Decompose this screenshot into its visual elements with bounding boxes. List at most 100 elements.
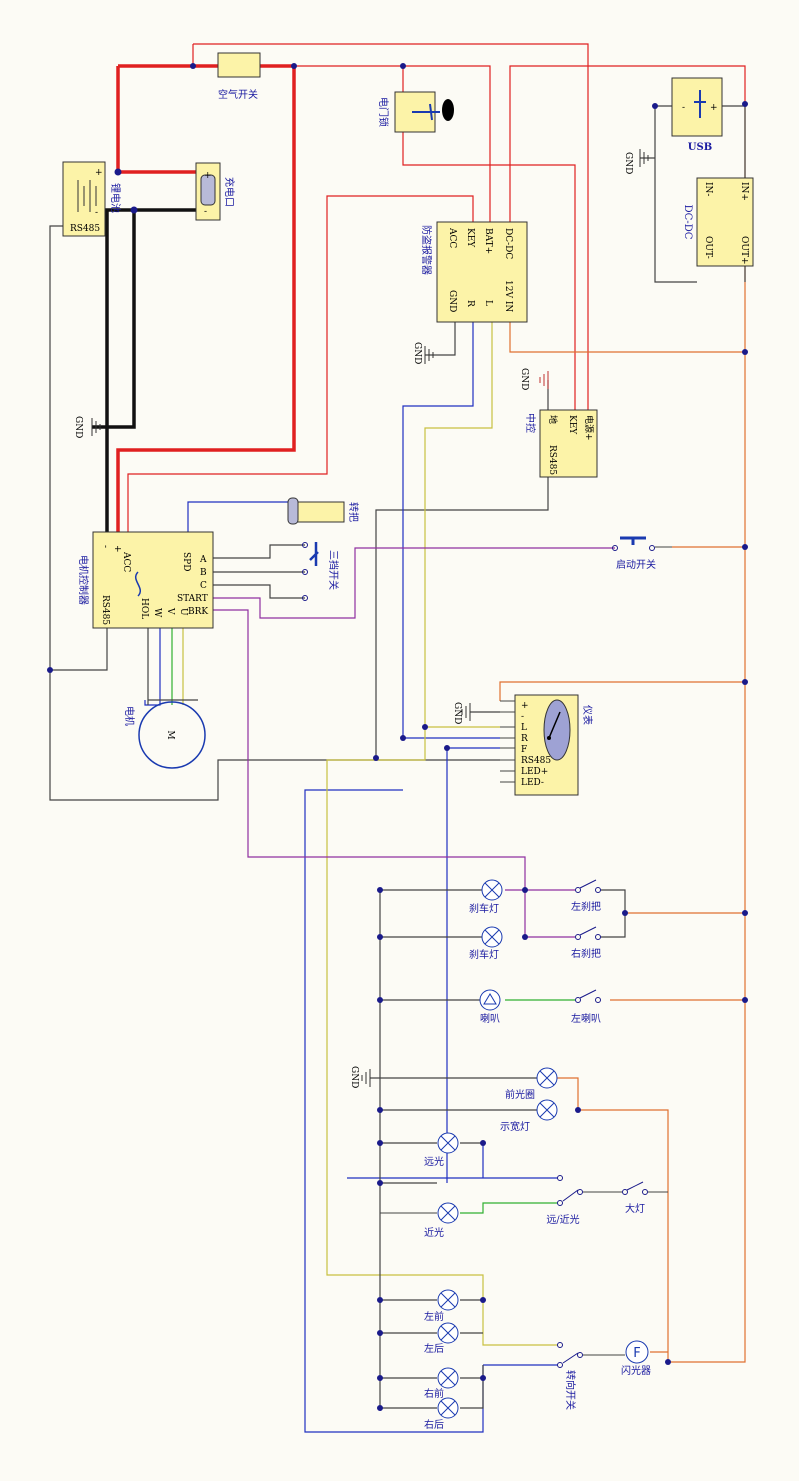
svg-text:大灯: 大灯 bbox=[625, 1202, 645, 1215]
motor-controller: - + ACC RS485 HOL W V U SPD A B C START … bbox=[77, 531, 214, 629]
right-front-lamp: 右前 bbox=[424, 1367, 459, 1400]
wire-orange-bus bbox=[668, 104, 746, 1363]
anti-theft-label: 防盗报警器 bbox=[420, 225, 433, 275]
wire-red-main bbox=[116, 64, 296, 532]
wire-blue-hal bbox=[144, 622, 161, 706]
wire-blue-right bbox=[304, 789, 484, 1433]
svg-text:GND: GND bbox=[519, 368, 529, 390]
lamps: 刹车灯 刹车灯 喇叭 前光圈 示宽灯 远光 近光 左前 左后 右前 右后 bbox=[380, 879, 558, 1431]
wire-blue-high bbox=[347, 1143, 558, 1179]
svg-text:12V IN: 12V IN bbox=[503, 280, 513, 312]
svg-text:-: - bbox=[100, 545, 110, 548]
wire-red-top bbox=[193, 43, 589, 418]
push-button-icon bbox=[620, 536, 646, 545]
ground-icon bbox=[539, 371, 549, 389]
dcdc-module: IN- IN+ OUT- OUT+ DC-DC bbox=[682, 177, 754, 267]
gauge-icon bbox=[543, 699, 571, 761]
start-switch-label: 启动开关 bbox=[616, 558, 656, 571]
svg-text:OUT-: OUT- bbox=[703, 236, 713, 259]
wire-purple-brk bbox=[213, 609, 526, 937]
battery-label: 锂电池 bbox=[109, 183, 122, 213]
svg-text:GND: GND bbox=[412, 342, 422, 364]
ground-symbols bbox=[91, 149, 649, 1087]
junction-dots bbox=[47, 63, 748, 1411]
svg-text:SPD: SPD bbox=[181, 552, 191, 571]
svg-text:W: W bbox=[152, 608, 162, 618]
wire-usb-dc bbox=[722, 104, 746, 282]
wire-black-usb bbox=[640, 105, 697, 283]
wire-red-lock bbox=[294, 65, 491, 222]
wire-motor bbox=[147, 622, 198, 705]
meter: + - L R F RS485 LED+ LED- 仪表 bbox=[500, 694, 594, 796]
wire-black-ctrl-meter bbox=[375, 477, 549, 758]
svg-text:BAT+: BAT+ bbox=[483, 228, 493, 254]
ground-icon bbox=[424, 346, 434, 364]
throttle-label: 转把 bbox=[347, 502, 360, 522]
dcdc-label: DC-DC bbox=[682, 205, 693, 240]
svg-text:左喇叭: 左喇叭 bbox=[571, 1012, 601, 1025]
switches bbox=[557, 879, 648, 1368]
svg-text:IN+: IN+ bbox=[739, 182, 749, 201]
switch-labels: 左刹把 右刹把 左喇叭 远/近光 大灯 转向开关 bbox=[546, 900, 645, 1410]
gear-switch-label: 三挡开关 bbox=[327, 550, 340, 590]
svg-text:右后: 右后 bbox=[424, 1418, 444, 1431]
svg-text:+: + bbox=[95, 168, 103, 178]
svg-text:转向开关: 转向开关 bbox=[564, 1370, 577, 1410]
hall-icon bbox=[135, 571, 141, 597]
svg-text:近光: 近光 bbox=[424, 1226, 444, 1239]
controller-label: 电机控制器 bbox=[77, 555, 90, 605]
wire-orange-lamp bbox=[557, 1077, 669, 1362]
motor-label: 电机 bbox=[123, 706, 136, 726]
svg-text:HOL: HOL bbox=[139, 598, 149, 619]
usb-icon bbox=[694, 90, 706, 118]
headlight-switch bbox=[622, 1181, 648, 1195]
svg-text:ACC: ACC bbox=[121, 551, 131, 572]
battery-cell-icon bbox=[77, 180, 97, 212]
flasher-label: 闪光器 bbox=[621, 1364, 651, 1377]
high-beam-lamp: 远光 bbox=[424, 1132, 459, 1168]
svg-text:LED+: LED+ bbox=[521, 767, 548, 777]
throttle: 转把 bbox=[287, 497, 360, 525]
gear-switch: 三挡开关 bbox=[309, 542, 340, 590]
wire-purple-start bbox=[213, 547, 615, 619]
flasher: F 闪光器 bbox=[621, 1340, 651, 1377]
svg-text:L: L bbox=[483, 300, 493, 306]
svg-text:前光圈: 前光圈 bbox=[505, 1088, 535, 1101]
central-label: 中控 bbox=[524, 413, 537, 433]
svg-text:-: - bbox=[204, 207, 207, 217]
wire-yellow-left bbox=[326, 727, 558, 1346]
horn-icon: 喇叭 bbox=[479, 989, 501, 1025]
electric-lock: 电门锁 bbox=[377, 91, 454, 133]
motor-symbol: M bbox=[165, 730, 175, 739]
svg-text:IN-: IN- bbox=[703, 182, 713, 196]
right-brake-switch bbox=[575, 926, 601, 940]
svg-text:LED-: LED- bbox=[521, 778, 544, 788]
horn-switch bbox=[575, 989, 601, 1003]
usb-label: USB bbox=[688, 142, 712, 153]
svg-text:+: + bbox=[710, 103, 718, 113]
wire-blue-R bbox=[402, 322, 500, 739]
svg-text:GND: GND bbox=[447, 290, 457, 312]
flasher-symbol: F bbox=[633, 1346, 640, 1361]
ground-icon bbox=[639, 149, 649, 167]
svg-text:KEY: KEY bbox=[465, 228, 475, 248]
left-front-lamp: 左前 bbox=[424, 1289, 459, 1323]
wire-gear bbox=[213, 544, 305, 599]
motor: M 电机 bbox=[123, 701, 206, 769]
svg-text:远光: 远光 bbox=[424, 1155, 444, 1168]
svg-text:左刹把: 左刹把 bbox=[571, 900, 601, 913]
svg-text:远/近光: 远/近光 bbox=[546, 1213, 579, 1226]
svg-text:A: A bbox=[199, 555, 207, 565]
wire-red-lock2 bbox=[402, 66, 576, 418]
svg-text:刹车灯: 刹车灯 bbox=[469, 902, 499, 915]
central-control: KEY 电源+ RS485 地 中控 bbox=[524, 409, 598, 478]
wire-orange-12v bbox=[509, 322, 745, 353]
wire-blue-F bbox=[446, 747, 500, 1183]
svg-text:左后: 左后 bbox=[424, 1342, 444, 1355]
key-icon bbox=[442, 99, 454, 121]
svg-text:START: START bbox=[177, 594, 208, 604]
svg-text:地: 地 bbox=[547, 415, 559, 424]
svg-text:GND: GND bbox=[452, 702, 462, 724]
position-lamp: 示宽灯 bbox=[500, 1099, 558, 1133]
right-rear-lamp: 右后 bbox=[424, 1397, 459, 1431]
